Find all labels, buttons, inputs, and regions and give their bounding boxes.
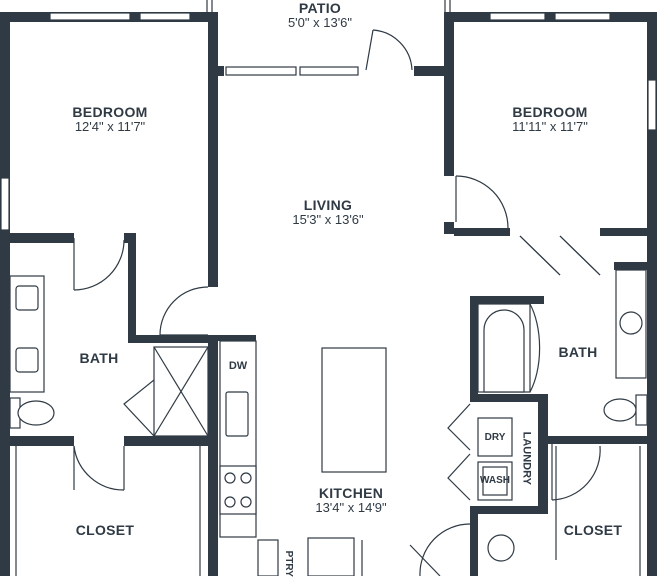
doors <box>73 29 601 576</box>
room-label-patio: PATIO 5'0" x 13'6" <box>270 0 370 31</box>
room-label-closet-1: CLOSET <box>60 522 150 538</box>
windows <box>0 0 657 231</box>
kitchen-name: KITCHEN <box>318 485 384 501</box>
bedroom-1-name: BEDROOM <box>72 104 148 120</box>
bedroom-1-dims: 12'4" x 11'7" <box>74 119 146 135</box>
living-name: LIVING <box>303 197 353 213</box>
bath-2-name: BATH <box>558 344 598 360</box>
laundry-label: LAUNDRY <box>520 431 533 486</box>
dryer-label: DRY <box>484 432 506 443</box>
bedroom-2-dims: 11'11" x 11'7" <box>512 119 588 135</box>
room-label-bath-1: BATH <box>64 350 134 366</box>
patio-name: PATIO <box>298 0 342 16</box>
pantry-label: PTRY <box>282 550 294 577</box>
room-label-kitchen: KITCHEN 13'4" x 14'9" <box>276 485 426 516</box>
room-label-living: LIVING 15'3" x 13'6" <box>258 197 398 228</box>
closet-2-name: CLOSET <box>563 522 623 538</box>
dishwasher-label: DW <box>228 360 248 372</box>
patio-dims: 5'0" x 13'6" <box>287 15 353 31</box>
room-label-bath-2: BATH <box>543 344 613 360</box>
living-dims: 15'3" x 13'6" <box>292 212 364 228</box>
room-label-bedroom-1: BEDROOM 12'4" x 11'7" <box>40 104 180 135</box>
washer-label: WASH <box>480 475 510 486</box>
room-label-bedroom-2: BEDROOM 11'11" x 11'7" <box>480 104 620 135</box>
room-label-closet-2: CLOSET <box>548 522 638 538</box>
bedroom-2-name: BEDROOM <box>512 104 588 120</box>
bath-1-name: BATH <box>79 350 119 366</box>
fixtures <box>9 269 648 576</box>
kitchen-dims: 13'4" x 14'9" <box>315 500 387 516</box>
closet-1-name: CLOSET <box>75 522 135 538</box>
